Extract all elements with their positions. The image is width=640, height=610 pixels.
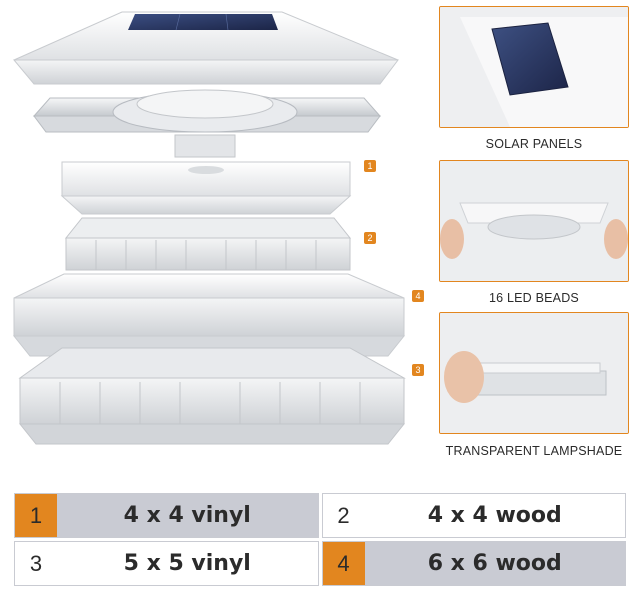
size-label: 6 x 6 wood (364, 542, 625, 585)
size-table: 1 4 x 4 vinyl 2 4 x 4 wood 3 5 x 5 vinyl… (14, 493, 626, 586)
size-row-3: 3 5 x 5 vinyl (14, 541, 319, 586)
transparent-lampshade-caption: TRANSPARENT LAMPSHADE (445, 444, 623, 458)
size-number: 4 (322, 542, 365, 585)
size-row-2: 2 4 x 4 wood (321, 493, 626, 538)
callout-1: 1 (364, 160, 376, 172)
size-label: 4 x 4 vinyl (57, 494, 318, 537)
callout-4: 4 (412, 290, 424, 302)
size-row-1: 1 4 x 4 vinyl (14, 493, 319, 538)
callout-2: 2 (364, 232, 376, 244)
size-number: 2 (322, 494, 365, 537)
adapter-5x5-vinyl (12, 273, 406, 357)
exploded-post-cap-illustration (12, 11, 406, 445)
size-row-4: 4 6 x 6 wood (321, 541, 626, 586)
size-number: 1 (15, 494, 57, 537)
size-label: 4 x 4 wood (364, 494, 625, 537)
callout-3: 3 (412, 364, 424, 376)
transparent-lampshade-photo (439, 312, 629, 434)
led-beads-photo (439, 160, 629, 282)
adapter-4x4-vinyl (60, 161, 352, 215)
size-number: 3 (15, 542, 57, 585)
transparent-lampshade-layer (32, 89, 382, 158)
adapter-4x4-wood (64, 217, 352, 271)
adapter-6x6-wood (18, 347, 406, 445)
led-beads-caption: 16 LED BEADS (489, 291, 579, 305)
solar-panel-top (128, 14, 278, 30)
top-cap (12, 11, 399, 85)
size-label: 5 x 5 vinyl (57, 542, 318, 585)
solar-panels-caption: SOLAR PANELS (485, 137, 583, 151)
solar-panels-photo (439, 6, 629, 128)
